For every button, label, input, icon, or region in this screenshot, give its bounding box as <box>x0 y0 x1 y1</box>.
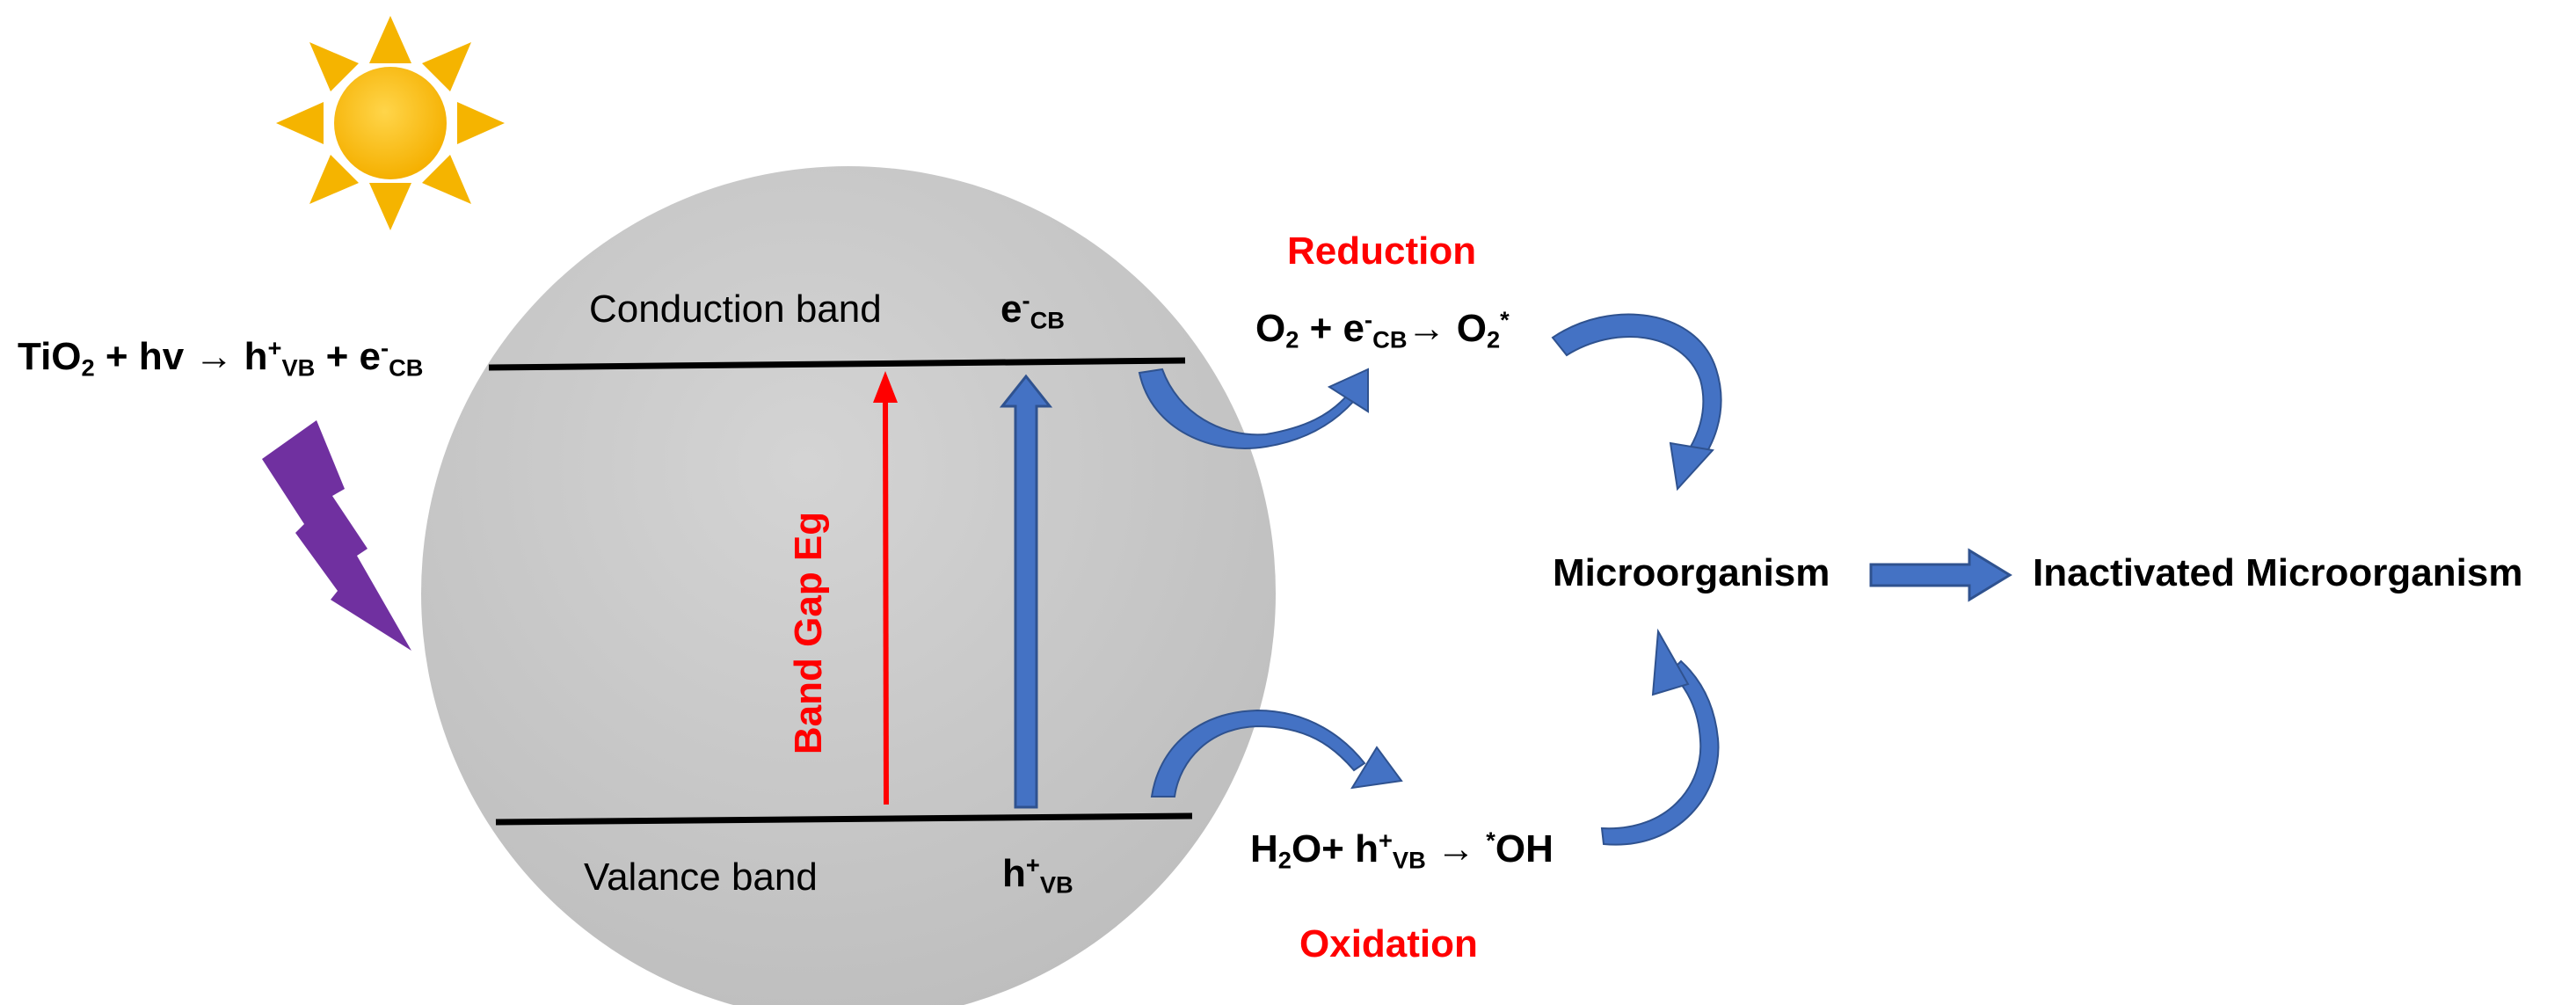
reduction-equation: O2 + e-CB→ O2* <box>1255 306 1510 353</box>
band-gap-label: Band Gap Eg <box>787 511 830 755</box>
sun-ray <box>457 102 505 144</box>
sun-ray <box>309 42 359 91</box>
sun-disc <box>334 67 447 179</box>
hole-vb-label: h+VB <box>1002 852 1073 897</box>
curved-arrow-reduction-to-microorganism <box>1551 313 1722 492</box>
excitation-arrow <box>999 374 1053 809</box>
lightning-icon <box>262 420 411 651</box>
conduction-band-label: Conduction band <box>589 288 882 331</box>
valence-band-label: Valance band <box>584 856 818 899</box>
conduction-band-line <box>488 357 1186 371</box>
excitation-equation: TiO2 + hv → h+VB + e-CB <box>18 334 424 382</box>
curved-arrow-oxidation-to-microorganism <box>1600 628 1720 846</box>
curved-arrow-to-oxidation <box>1150 709 1403 797</box>
microorganism-label: Microorganism <box>1553 551 1830 594</box>
inactivation-arrow <box>1869 548 2012 602</box>
oxidation-equation: H2O+ h+VB → *OH <box>1250 827 1554 874</box>
oxidation-title: Oxidation <box>1299 922 1478 965</box>
valence-band-line <box>495 812 1193 826</box>
sun-ray <box>309 155 359 204</box>
curved-arrow-to-reduction <box>1138 368 1369 449</box>
sun-ray <box>276 102 324 144</box>
sun-ray <box>422 155 471 204</box>
sun-ray <box>369 183 411 230</box>
electron-band: CB <box>1030 306 1065 334</box>
hole-charge: + <box>1025 851 1040 878</box>
electron-symbol: e <box>1001 288 1022 331</box>
electron-charge: - <box>1022 287 1030 314</box>
electron-cb-label: e-CB <box>1001 287 1065 332</box>
sun-ray <box>369 16 411 63</box>
hole-symbol: h <box>1002 852 1026 895</box>
hole-band: VB <box>1039 870 1073 899</box>
inactivated-microorganism-label: Inactivated Microorganism <box>2033 551 2523 594</box>
semiconductor-sphere <box>421 166 1276 1005</box>
sun-ray <box>422 42 471 91</box>
reduction-title: Reduction <box>1287 229 1477 273</box>
sun-icon <box>276 16 505 230</box>
band-gap-arrow <box>873 371 898 805</box>
